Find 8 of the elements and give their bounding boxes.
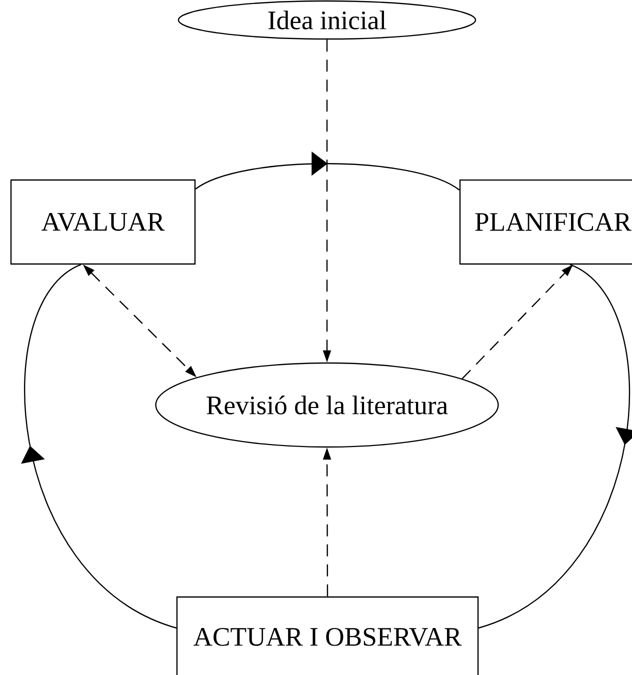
arrow — [478, 264, 632, 629]
process-box: ACTUAR I OBSERVAR — [176, 596, 479, 675]
arrow — [195, 151, 460, 191]
process-box: PLANIFICAR — [459, 179, 632, 265]
arrow — [21, 264, 177, 629]
oval-node: Revisió de la literatura — [155, 362, 499, 448]
process-box: AVALUAR — [10, 179, 196, 265]
oval-node: Idea inicial — [178, 0, 476, 40]
